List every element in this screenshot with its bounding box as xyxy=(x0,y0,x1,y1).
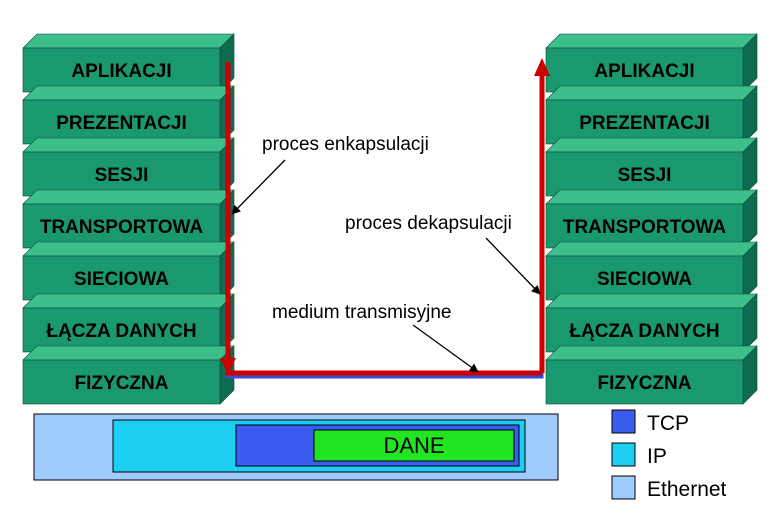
layer-top-face xyxy=(22,85,235,101)
left-osi-stack: APLIKACJI PREZENTACJI SESJI TRANSPORTOWA SIE… xyxy=(22,33,235,405)
layer-top-face xyxy=(22,241,235,257)
left-layer-7: FIZYCZNA xyxy=(22,345,235,405)
layer-top-face xyxy=(545,293,758,309)
layer-front-face xyxy=(545,255,744,301)
layer-top-face xyxy=(545,33,758,49)
layer-label: SIECIOWA xyxy=(597,269,692,290)
layer-top-face xyxy=(545,345,758,361)
layer-top-face xyxy=(545,241,758,257)
left-layer-5: SIECIOWA xyxy=(22,241,235,301)
layer-front-face xyxy=(545,307,744,353)
legend-label-tcp: TCP xyxy=(647,412,689,435)
layer-label: SESJI xyxy=(618,165,672,186)
layer-front-face xyxy=(22,255,221,301)
layer-top-face xyxy=(22,137,235,153)
legend-swatch-tcp xyxy=(611,409,636,434)
layer-top-face xyxy=(545,85,758,101)
layer-front-face xyxy=(22,307,221,353)
medium-label: medium transmisyjne xyxy=(272,302,452,323)
layer-top-face xyxy=(545,189,758,205)
data-payload-label: DANE xyxy=(383,433,444,458)
layer-front-face xyxy=(545,47,744,93)
medium-pointer xyxy=(412,324,479,373)
layer-label: ŁĄCZA DANYCH xyxy=(46,321,196,342)
layer-top-face xyxy=(22,293,235,309)
layer-label: SIECIOWA xyxy=(74,269,169,290)
decapsulation-pointer xyxy=(485,237,541,295)
layer-front-face xyxy=(545,203,744,249)
right-layer-4: TRANSPORTOWA xyxy=(545,189,758,249)
left-layer-4: TRANSPORTOWA xyxy=(22,189,235,249)
layer-label: PREZENTACJI xyxy=(56,113,187,134)
layer-label: PREZENTACJI xyxy=(579,113,710,134)
legend-label-ethernet: Ethernet xyxy=(647,478,727,501)
layer-top-face xyxy=(22,33,235,49)
layer-top-face xyxy=(22,345,235,361)
layer-label: TRANSPORTOWA xyxy=(40,217,204,238)
left-layer-6: ŁĄCZA DANYCH xyxy=(22,293,235,353)
right-layer-3: SESJI xyxy=(545,137,758,197)
legend-swatch-ip xyxy=(611,442,636,467)
layer-label: APLIKACJI xyxy=(71,61,171,82)
layer-top-face xyxy=(22,189,235,205)
layer-label: FIZYCZNA xyxy=(598,373,692,394)
layer-label: APLIKACJI xyxy=(594,61,694,82)
left-layer-2: PREZENTACJI xyxy=(22,85,235,145)
legend: TCP IP Ethernet xyxy=(611,409,727,501)
legend-swatch-ethernet xyxy=(611,475,636,500)
encapsulation-arrowhead xyxy=(220,358,236,374)
layer-label: FIZYCZNA xyxy=(75,373,169,394)
layer-front-face xyxy=(545,359,744,405)
right-layer-1: APLIKACJI xyxy=(545,33,758,93)
layer-front-face xyxy=(22,151,221,197)
decapsulation-label: proces dekapsulacji xyxy=(345,213,512,234)
layer-label: TRANSPORTOWA xyxy=(563,217,727,238)
encapsulation-pointer xyxy=(231,159,286,215)
right-layer-6: ŁĄCZA DANYCH xyxy=(545,293,758,353)
left-layer-1: APLIKACJI xyxy=(22,33,235,93)
right-layer-5: SIECIOWA xyxy=(545,241,758,301)
layer-front-face xyxy=(22,47,221,93)
data-payload xyxy=(313,429,515,462)
layer-front-face xyxy=(545,99,744,145)
layer-front-face xyxy=(545,151,744,197)
encapsulated-frame: DANE xyxy=(33,413,559,481)
layer-front-face xyxy=(22,359,221,405)
right-layer-2: PREZENTACJI xyxy=(545,85,758,145)
layer-label: SESJI xyxy=(95,165,149,186)
layer-front-face xyxy=(22,203,221,249)
layer-top-face xyxy=(545,137,758,153)
encapsulation-label: proces enkapsulacji xyxy=(262,134,429,155)
legend-label-ip: IP xyxy=(647,445,667,468)
right-layer-7: FIZYCZNA xyxy=(545,345,758,405)
layer-label: ŁĄCZA DANYCH xyxy=(569,321,719,342)
left-layer-3: SESJI xyxy=(22,137,235,197)
right-osi-stack: APLIKACJI PREZENTACJI SESJI TRANSPORTOWA SIE… xyxy=(545,33,758,405)
decapsulation-arrowhead xyxy=(534,58,550,76)
